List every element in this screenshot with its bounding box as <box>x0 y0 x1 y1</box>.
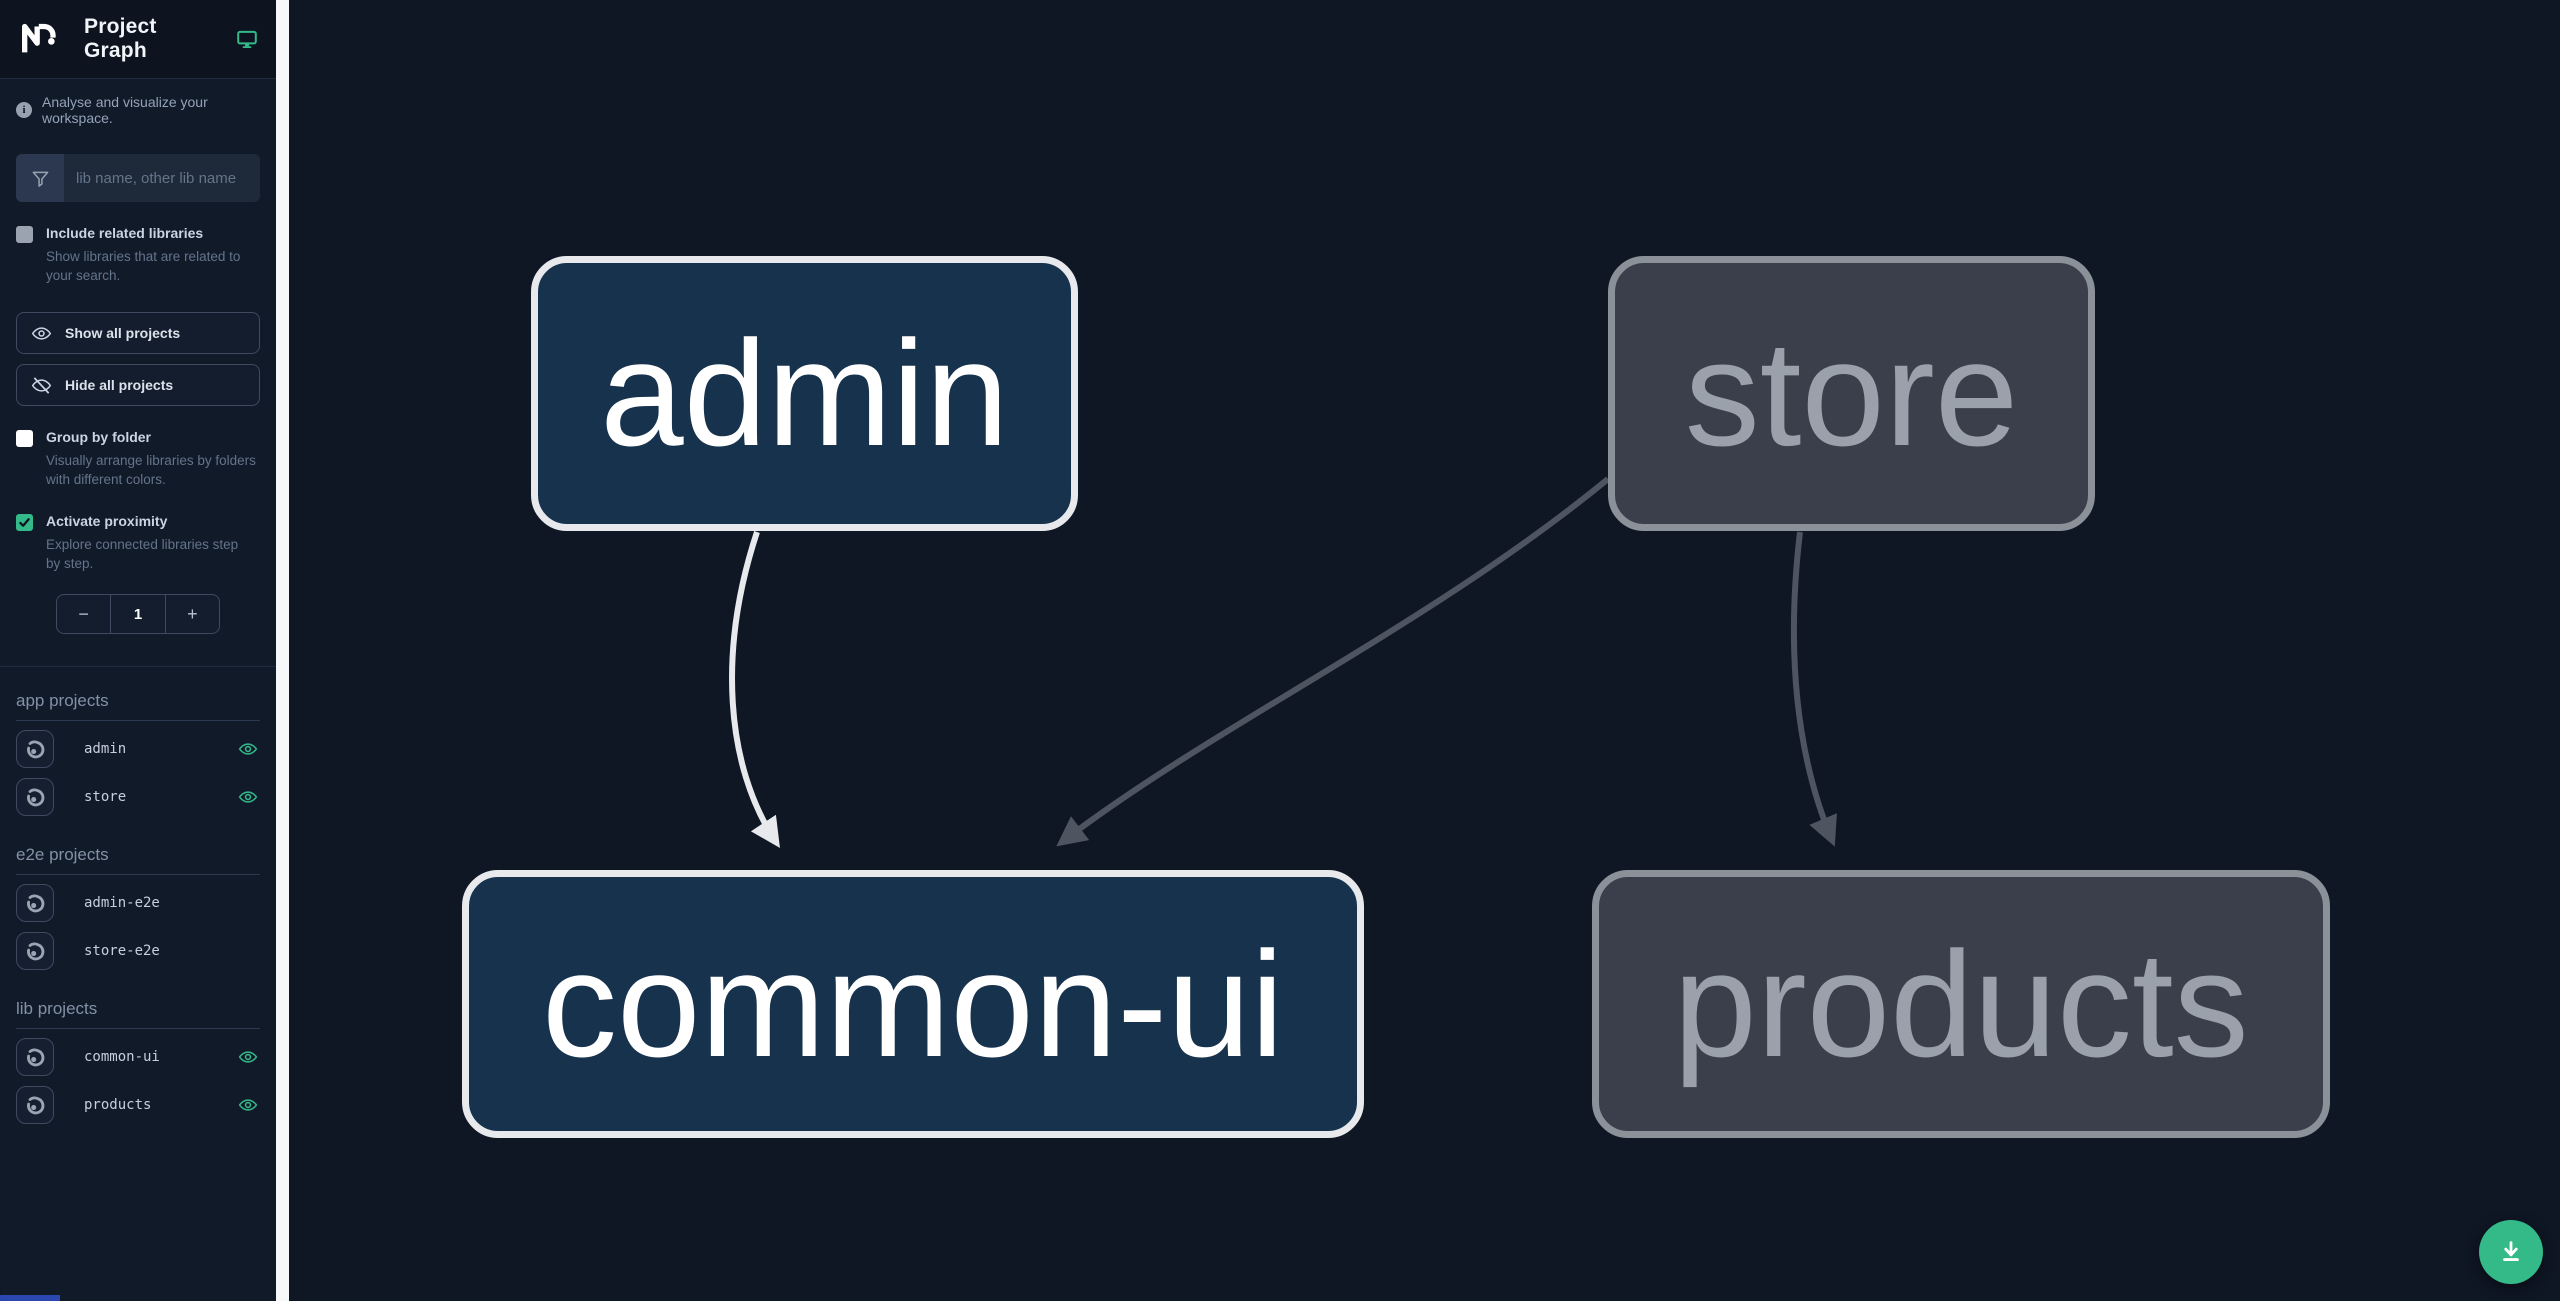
project-row-common-ui: common-ui <box>16 1036 260 1077</box>
activate-proximity-checkbox[interactable] <box>16 514 33 532</box>
eye-icon <box>31 323 52 344</box>
graph-node-products[interactable]: products <box>1592 870 2330 1138</box>
proximity-value: 1 <box>133 605 143 623</box>
group-by-folder-checkbox[interactable] <box>16 430 33 448</box>
proximity-decrement-button[interactable]: − <box>57 595 112 634</box>
activate-proximity-description: Explore connected libraries step by step… <box>46 536 239 572</box>
filter-input-group <box>16 154 260 202</box>
activate-proximity-option: Activate proximity Explore connected lib… <box>16 512 260 574</box>
funnel-icon <box>16 154 64 202</box>
filter-input[interactable] <box>64 154 260 202</box>
info-icon: i <box>16 102 32 118</box>
proximity-increment-button[interactable]: + <box>164 595 219 634</box>
focus-project-button[interactable] <box>16 883 54 922</box>
project-row-admin: admin <box>16 728 260 769</box>
project-row-store-e2e: store-e2e <box>16 930 260 971</box>
include-related-checkbox[interactable] <box>16 226 33 243</box>
group-by-folder-label: Group by folder <box>46 429 151 446</box>
project-name[interactable]: common-ui <box>84 1048 160 1065</box>
eye-slash-icon <box>31 375 52 396</box>
edge-store-to-products <box>1790 531 1837 847</box>
include-related-description: Show libraries that are related to your … <box>46 248 241 284</box>
project-row-admin-e2e: admin-e2e <box>16 882 260 923</box>
focus-project-button[interactable] <box>16 777 54 816</box>
hide-all-projects-button[interactable]: Hide all projects <box>16 364 260 407</box>
edge-store-to-common-ui <box>1056 476 1610 847</box>
focus-icon <box>27 787 45 806</box>
focus-project-button[interactable] <box>16 1085 54 1124</box>
project-name[interactable]: products <box>84 1096 152 1113</box>
page-title: Project Graph <box>84 15 157 62</box>
group-by-folder-option: Group by folder Visually arrange librari… <box>16 428 260 490</box>
graph-node-admin[interactable]: admin <box>531 256 1078 531</box>
nx-logo <box>18 19 58 59</box>
workspace-tagline: i Analyse and visualize your workspace. <box>16 94 260 126</box>
toggle-visibility-eye-icon[interactable] <box>238 1095 260 1115</box>
project-name[interactable]: admin-e2e <box>84 894 160 911</box>
focus-icon <box>27 739 45 758</box>
toggle-visibility-eye-icon[interactable] <box>238 1047 260 1067</box>
include-related-option: Include related libraries Show libraries… <box>16 224 260 286</box>
section-heading-lib-projects: lib projects <box>16 999 260 1030</box>
show-all-projects-button[interactable]: Show all projects <box>16 312 260 355</box>
project-name[interactable]: admin <box>84 740 127 757</box>
focus-project-button[interactable] <box>16 931 54 970</box>
project-row-store: store <box>16 776 260 817</box>
toggle-visibility-eye-icon[interactable] <box>238 739 260 759</box>
focus-icon <box>27 893 45 912</box>
hide-all-projects-label: Hide all projects <box>65 377 174 394</box>
focus-icon <box>27 1095 45 1114</box>
activate-proximity-label: Activate proximity <box>46 513 168 530</box>
project-name[interactable]: store-e2e <box>84 942 160 959</box>
edge-admin-to-common-ui <box>729 531 780 849</box>
node-label: common-ui <box>542 919 1284 1088</box>
node-label: products <box>1673 919 2249 1088</box>
toggle-visibility-eye-icon[interactable] <box>238 787 260 807</box>
section-heading-e2e-projects: e2e projects <box>16 845 260 876</box>
sidebar-header: Project Graph <box>0 0 276 79</box>
tagline-text: Analyse and visualize your workspace. <box>42 94 208 126</box>
download-icon <box>2503 1241 2519 1261</box>
group-by-folder-description: Visually arrange libraries by folders wi… <box>46 452 256 488</box>
include-related-label: Include related libraries <box>46 225 204 241</box>
project-row-products: products <box>16 1084 260 1125</box>
graph-node-store[interactable]: store <box>1608 256 2095 531</box>
monitor-icon[interactable] <box>236 28 258 50</box>
node-label: store <box>1684 309 2019 477</box>
horizontal-scrollbar-thumb[interactable] <box>0 1295 60 1301</box>
focus-icon <box>27 1047 45 1066</box>
focus-icon <box>27 941 45 960</box>
node-label: admin <box>600 309 1009 477</box>
check-icon <box>19 518 30 527</box>
show-all-projects-label: Show all projects <box>65 325 181 342</box>
section-heading-app-projects: app projects <box>16 691 260 722</box>
download-graph-button[interactable] <box>2479 1220 2543 1284</box>
sidebar-scrollbar[interactable] <box>276 0 289 1301</box>
focus-project-button[interactable] <box>16 729 54 768</box>
sidebar: Project Graph i Analyse and visualize yo… <box>0 0 276 1301</box>
project-name[interactable]: store <box>84 788 127 805</box>
proximity-stepper: − 1 + <box>56 594 220 635</box>
graph-node-common-ui[interactable]: common-ui <box>462 870 1364 1138</box>
focus-project-button[interactable] <box>16 1037 54 1076</box>
sections-divider <box>0 666 276 668</box>
